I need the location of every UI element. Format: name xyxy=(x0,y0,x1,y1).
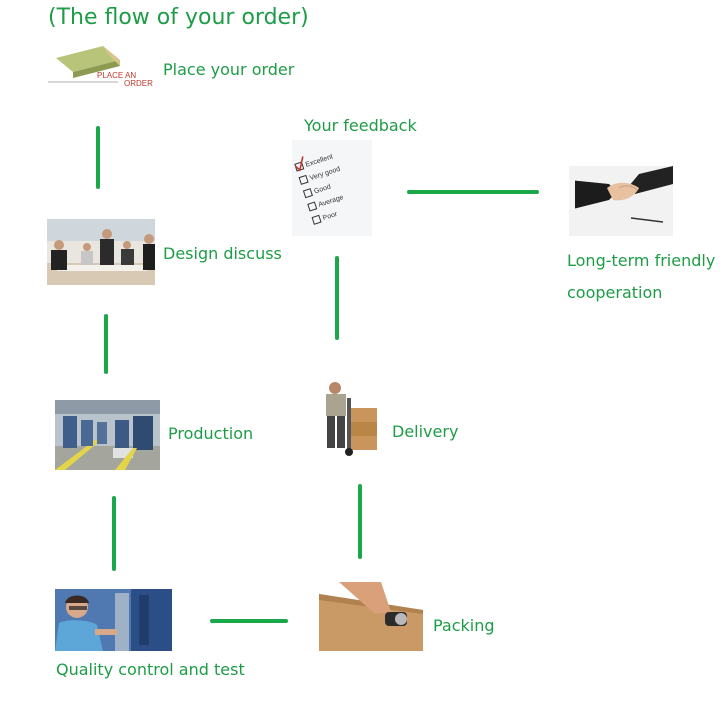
place-order-image: PLACE AN ORDER xyxy=(48,38,155,88)
connector-packing-to-delivery xyxy=(358,484,362,559)
packing-image xyxy=(319,582,423,651)
place-order-label: Place your order xyxy=(163,60,295,79)
connector-quality-to-packing xyxy=(210,619,288,623)
production-label: Production xyxy=(168,424,254,443)
feedback-label: Your feedback xyxy=(304,116,417,135)
quality-control-image xyxy=(55,589,172,651)
connector-order-to-design xyxy=(96,126,100,189)
design-discuss-image xyxy=(47,219,155,285)
connector-production-to-quality xyxy=(112,496,116,571)
place-order-image-text-2: ORDER xyxy=(124,79,153,88)
cooperation-label-line1: Long-term friendly xyxy=(567,251,716,270)
production-image xyxy=(55,400,160,470)
delivery-label: Delivery xyxy=(392,422,459,441)
handshake-image xyxy=(569,166,673,236)
place-order-image-text-1: PLACE AN xyxy=(97,71,136,80)
feedback-option-5: Poor xyxy=(322,211,339,222)
cooperation-label-line2: cooperation xyxy=(567,283,663,302)
quality-control-label: Quality control and test xyxy=(56,660,245,679)
feedback-option-3: Good xyxy=(313,183,332,195)
flow-title: (The flow of your order) xyxy=(48,5,309,30)
feedback-checklist-image: Excellent Very good Good Average Poor xyxy=(292,140,372,236)
delivery-image xyxy=(313,378,383,458)
connector-delivery-to-feedback xyxy=(335,256,339,340)
connector-design-to-production xyxy=(104,314,108,374)
design-discuss-label: Design discuss xyxy=(163,244,282,263)
connector-feedback-to-cooperation xyxy=(407,190,539,194)
packing-label: Packing xyxy=(433,616,495,635)
